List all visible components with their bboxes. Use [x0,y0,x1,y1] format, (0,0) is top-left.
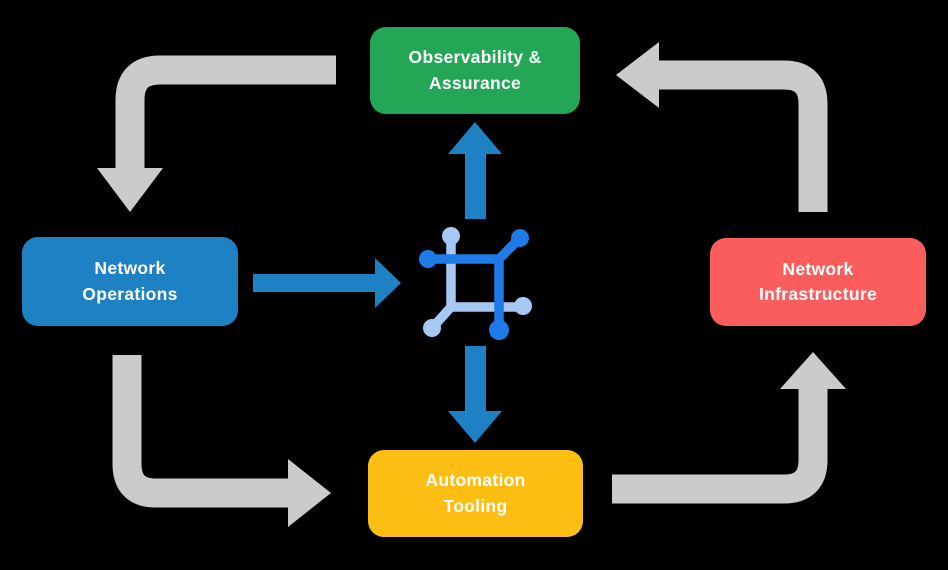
arrowhead-up [780,352,846,389]
arrow-center-to-automation [448,346,502,443]
arrow-observability-to-operations [97,55,336,212]
arrowhead-left [616,42,659,108]
node-network-infrastructure: Network Infrastructure [710,238,926,326]
arrow-infrastructure-to-observability [616,42,828,212]
arrow-operations-to-automation [112,355,331,527]
node-network-operations: Network Operations [22,237,238,326]
arrowhead-down [97,168,163,212]
arrow-operations-to-center [253,258,401,308]
network-mesh-icon [419,227,532,340]
node-automation-tooling: Automation Tooling [368,450,583,537]
arrowhead-right [288,459,331,527]
arrow-automation-to-infrastructure [612,352,846,504]
arrow-center-to-observability [448,122,502,219]
node-observability-assurance: Observability & Assurance [370,27,580,114]
